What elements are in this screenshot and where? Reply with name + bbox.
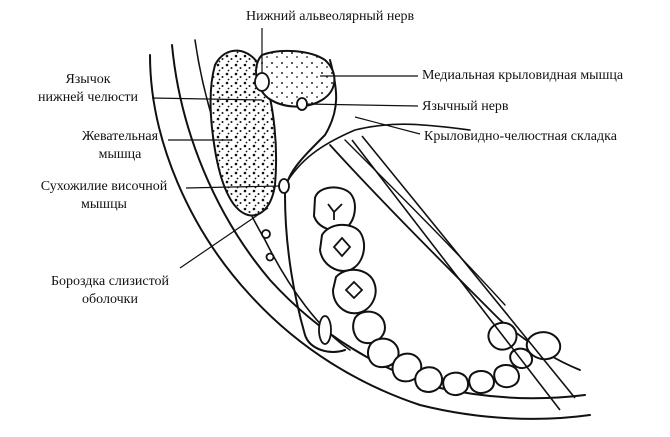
lingual-nerve-shape xyxy=(296,97,308,111)
leader-lingual-nerve xyxy=(305,103,419,107)
label-masseter-line1: Жевательная xyxy=(81,129,159,144)
label-masseter-line2: мышца xyxy=(98,147,142,162)
incisor-tooth xyxy=(442,371,470,396)
label-lingula-line1: Язычок xyxy=(65,72,111,87)
label-inferior-alveolar-nerve: Нижний альвеолярный нерв xyxy=(246,9,415,24)
tongue-inner-line xyxy=(344,139,506,306)
label-medial-pterygoid: Медиальная крыловидная мышца xyxy=(422,68,624,83)
molar-tooth xyxy=(312,186,356,232)
needle-line xyxy=(361,135,576,399)
incisor-tooth xyxy=(414,366,444,393)
ramus-line xyxy=(284,59,346,353)
molar-tooth xyxy=(318,223,366,272)
incisor-tooth xyxy=(468,369,496,394)
temporal-tendon-shape xyxy=(278,178,290,194)
vessel-circle xyxy=(261,229,271,239)
leader-lingula xyxy=(151,97,263,101)
mandible-outer-contour xyxy=(149,54,591,420)
incisor-tooth xyxy=(493,363,521,389)
label-lingula-line2: нижней челюсти xyxy=(38,90,138,105)
label-mucosal-groove-line1: Бороздка слизистой xyxy=(50,274,170,289)
leader-mucosal-groove xyxy=(179,207,269,269)
label-pterygomandibular-fold: Крыловидно-челюстная складка xyxy=(424,129,617,144)
leader-temporal-tendon xyxy=(185,185,281,189)
label-temporal-tendon-line2: мышцы xyxy=(81,197,127,212)
leader-pterygomandibular-fold xyxy=(354,116,421,135)
inferior-alveolar-nerve-shape xyxy=(254,72,270,92)
label-temporal-tendon-line1: Сухожилие височной xyxy=(40,179,168,194)
molar-tooth xyxy=(331,268,377,315)
label-lingual-nerve: Язычный нерв xyxy=(422,99,509,114)
label-mucosal-groove-line2: оболочки xyxy=(82,292,138,307)
vessel-circle xyxy=(265,252,275,262)
mucosal-groove-shape xyxy=(318,315,332,345)
premolar-tooth xyxy=(352,310,386,345)
needle-line xyxy=(351,139,561,411)
pterygomandibular-fold-line xyxy=(284,123,471,186)
